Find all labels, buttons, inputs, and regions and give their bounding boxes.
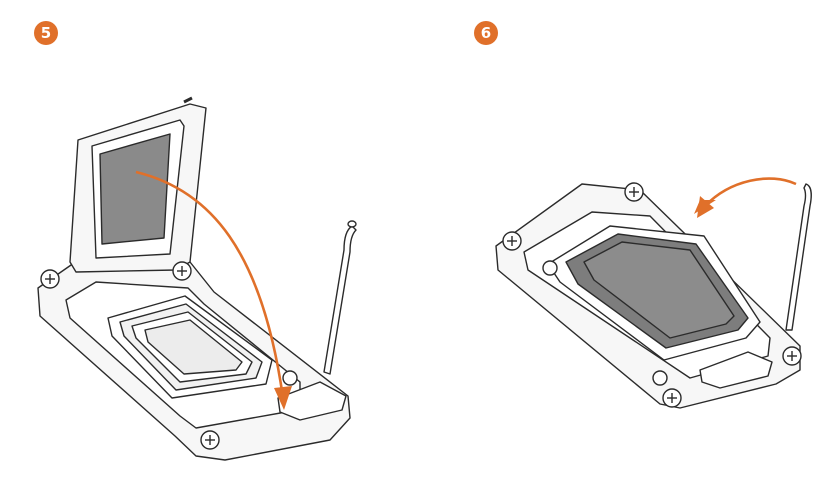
- screw-icon: [652, 370, 668, 386]
- lever-hinge: [699, 351, 773, 389]
- screw-icon: [542, 260, 558, 276]
- screw-icon: [662, 388, 682, 408]
- rotation-arrow-icon: [135, 170, 292, 410]
- step-5-illustration: [37, 96, 357, 461]
- step-number-badge-5: 5: [34, 21, 58, 45]
- screw-icon: [172, 261, 192, 281]
- screw-icon: [782, 346, 802, 366]
- step-6-illustration: [495, 182, 812, 409]
- screw-icon: [624, 182, 644, 202]
- cpu-package: [107, 295, 273, 399]
- lever-hinge: [277, 381, 347, 421]
- rotation-arrow-icon: [694, 177, 797, 218]
- screw-icon: [40, 269, 60, 289]
- screw-icon: [200, 430, 220, 450]
- step-number-badge-6: 6: [474, 21, 498, 45]
- cpu-cover-grey: [99, 133, 171, 245]
- load-lever-arm: [785, 183, 812, 331]
- load-lever-arm: [323, 225, 357, 375]
- screw-icon: [502, 231, 522, 251]
- screw-icon: [282, 370, 298, 386]
- cpu-cover-highlight: [583, 241, 735, 339]
